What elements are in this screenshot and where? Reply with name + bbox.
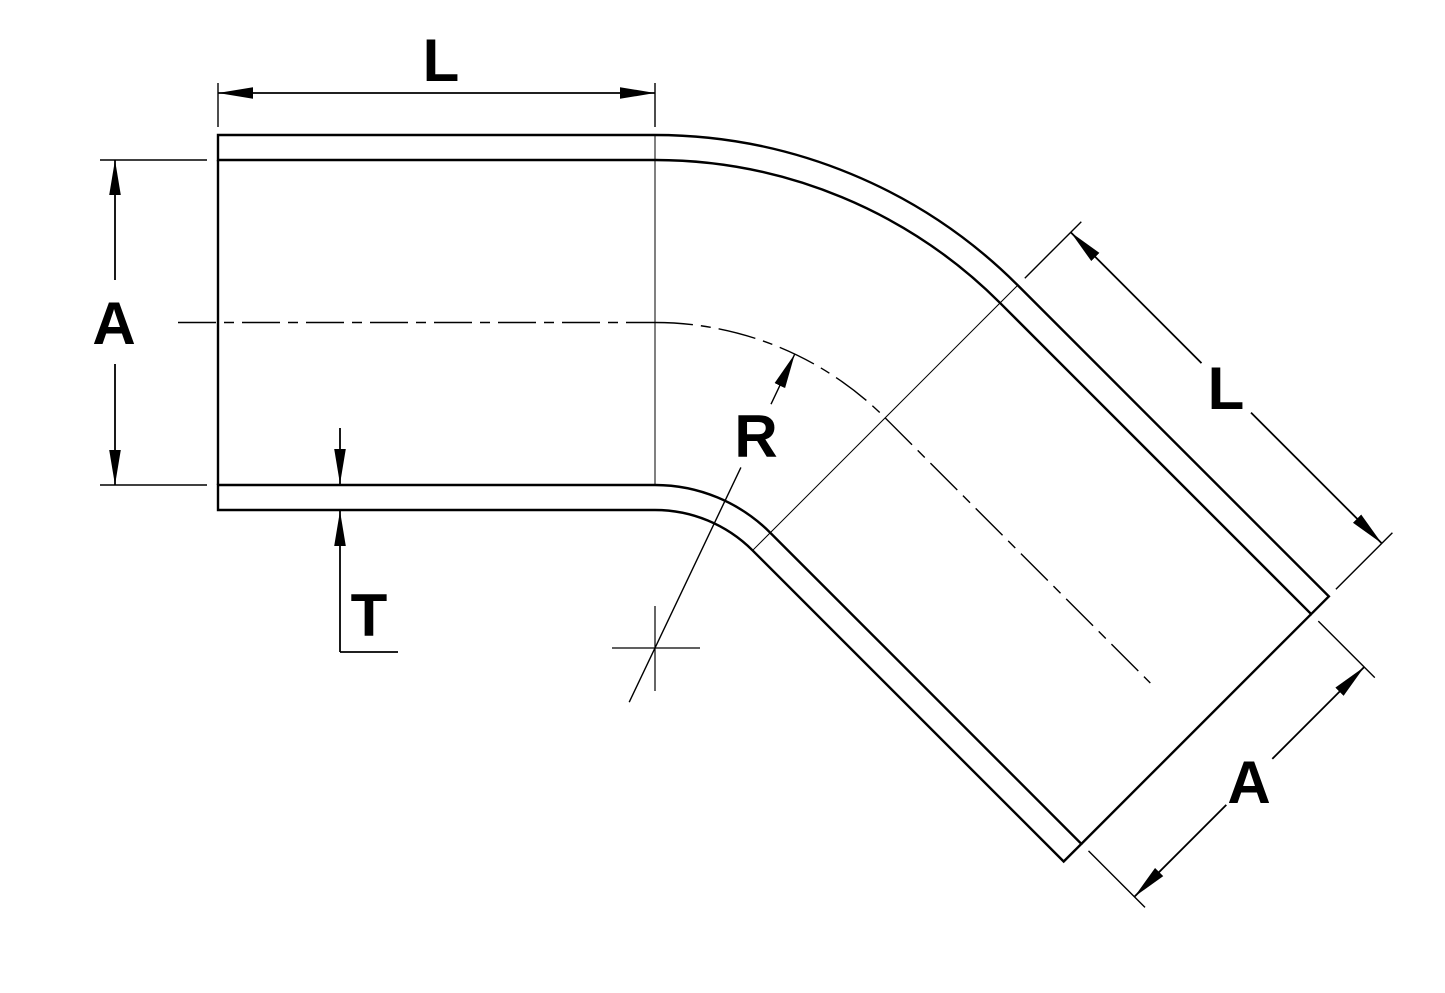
dim-diameter-left: A bbox=[92, 159, 207, 486]
radius-leader-line bbox=[628, 467, 742, 703]
centerlines bbox=[178, 321, 1151, 684]
extension-line bbox=[1335, 532, 1393, 590]
tube-end-cap-line bbox=[1080, 613, 1313, 845]
dim-length-top: L bbox=[217, 27, 656, 127]
extension-line bbox=[1317, 620, 1376, 679]
dim-label-length-leg: L bbox=[1208, 355, 1245, 422]
bend-end-line bbox=[752, 284, 1019, 551]
tube-outer-wall bbox=[216, 133, 1331, 616]
radius-leader-arrow bbox=[770, 353, 796, 405]
dim-label-wall-thickness: T bbox=[351, 582, 388, 649]
extension-line bbox=[1088, 850, 1146, 908]
centerline-leg bbox=[884, 417, 1151, 684]
dim-label-bend-radius: R bbox=[734, 403, 777, 470]
dim-length-leg: L bbox=[1024, 221, 1393, 590]
dim-label-diameter-leg: A bbox=[1227, 749, 1270, 816]
extension-line bbox=[1024, 221, 1082, 279]
dim-bend-radius: R bbox=[612, 353, 796, 703]
tube-body bbox=[216, 133, 1331, 864]
dim-wall-thickness: T bbox=[334, 428, 398, 653]
dim-line bbox=[1070, 231, 1203, 364]
dim-diameter-leg: A bbox=[1088, 620, 1376, 908]
tube-inner-wall bbox=[216, 483, 1084, 864]
dim-line bbox=[1133, 804, 1227, 898]
centerline-arc bbox=[654, 321, 886, 419]
dim-label-diameter-left: A bbox=[92, 290, 135, 357]
dim-label-length-top: L bbox=[423, 27, 460, 94]
dim-line bbox=[1250, 411, 1383, 545]
dim-line bbox=[1271, 666, 1365, 760]
